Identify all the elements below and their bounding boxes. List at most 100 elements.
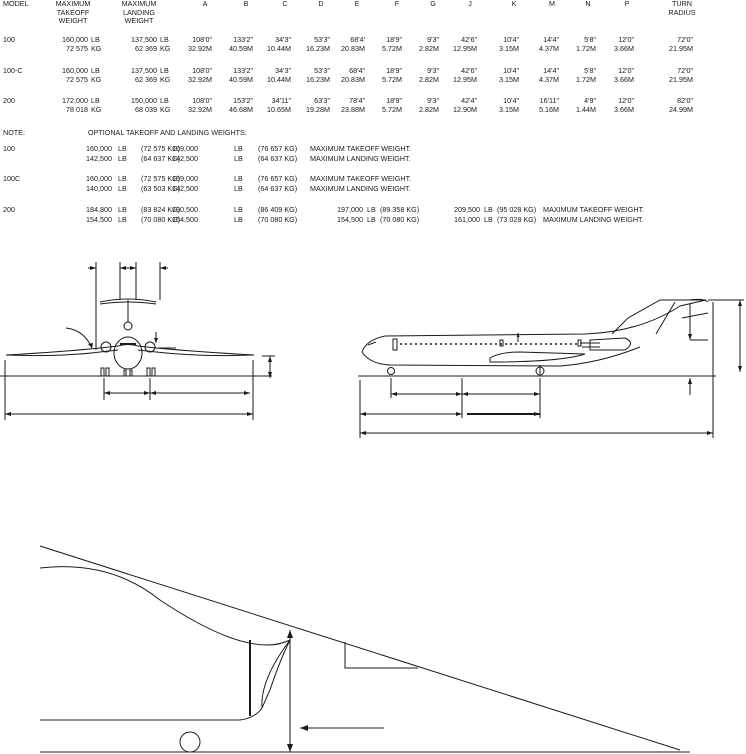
col-header-n: N [585,0,591,8]
unit-label: KG [160,43,171,53]
max-landing-lb: 150,000 [131,96,157,105]
unit-label: LB [234,153,243,163]
option-kg: (70 080 KG) [258,214,298,224]
unit-label: LB [118,214,127,224]
col-header-f: F [394,0,400,8]
option-lb: 190,500 [172,205,198,214]
max-takeoff-kg: 78 018 [66,104,88,114]
col-header-j: J [468,0,472,8]
dim-imperial: 42'6" [461,66,477,75]
dim-metric: 5.16M [539,104,559,114]
unit-label: LB [367,205,376,214]
dim-imperial: 9'3" [427,35,439,44]
dim-metric: 3.66M [614,104,634,114]
option-lb: 140,000 [86,183,112,193]
option-desc: MAXIMUM TAKEOFF WEIGHT. [310,144,412,153]
dim-metric: 3.66M [614,43,634,53]
max-landing-lb: 137,500 [131,35,157,44]
dim-metric: 1.72M [576,43,596,53]
dim-imperial: 34'3" [275,35,291,44]
max-landing-kg: 68 039 [135,104,157,114]
dim-imperial: 4'9" [584,96,596,105]
unit-label: LB [484,205,493,214]
dim-metric: 21.95M [669,43,693,53]
unit-label: LB [91,66,100,75]
dim-metric: 10.65M [267,104,291,114]
note-label: NOTE: [3,128,25,137]
note-title: OPTIONAL TAKEOFF AND LANDING WEIGHTS: [88,128,247,137]
dim-metric: 46.68M [229,104,253,114]
option-lb: 184,800 [86,205,112,214]
dim-imperial: 53'3" [314,66,330,75]
dim-imperial: 153'2" [233,96,253,105]
dim-metric: 40.59M [229,43,253,53]
dim-imperial: 14'4" [543,35,559,44]
dim-imperial: 68'4" [349,66,365,75]
option-lb: 142,500 [86,153,112,163]
unit-label: LB [234,174,243,183]
max-landing-kg: 62 369 [135,43,157,53]
dim-imperial: 108'0" [192,66,212,75]
dim-imperial: 9'3" [427,96,439,105]
option-kg: (76 657 KG) [258,174,298,183]
dim-metric: 3.15M [499,74,519,84]
dim-metric: 3.66M [614,74,634,84]
dim-metric: 5.72M [382,104,402,114]
unit-label: LB [118,153,127,163]
max-takeoff-kg: 72 575 [66,74,88,84]
row-model: 100 [3,35,15,44]
dim-imperial: 18'9" [386,66,402,75]
dim-metric: 1.44M [576,104,596,114]
unit-label: LB [160,35,169,44]
dim-metric: 32.92M [188,104,212,114]
unit-label: LB [234,205,243,214]
option-desc: MAXIMUM LANDING WEIGHT. [310,153,411,163]
col-header-e: E [354,0,360,8]
dim-imperial: 10'4" [503,35,519,44]
option-kg: (95 028 KG) [497,205,537,214]
dim-imperial: 18'9" [386,35,402,44]
option-desc: MAXIMUM LANDING WEIGHT. [543,214,644,224]
side-view-drawing [358,298,744,438]
option-kg: (63 503 KG) [141,183,181,193]
col-header-a: A [202,0,208,8]
dim-imperial: 34'3" [275,66,291,75]
max-landing-kg: 62 369 [135,74,157,84]
dim-metric: 19.28M [306,104,330,114]
option-kg: (72 575 KG) [141,174,181,183]
dim-metric: 20.83M [341,43,365,53]
option-lb: 154,500 [337,214,363,224]
option-lb: 160,000 [86,174,112,183]
dim-imperial: 10'4" [503,96,519,105]
row-model: 100-C [3,66,23,75]
max-takeoff-lb: 160,000 [62,35,88,44]
dim-imperial: 16'11" [539,96,559,105]
dim-metric: 4.37M [539,74,559,84]
dim-imperial: 42'4" [461,96,477,105]
dim-metric: 20.83M [341,74,365,84]
unit-label: LB [160,66,169,75]
option-desc: MAXIMUM LANDING WEIGHT. [310,183,411,193]
unit-label: LB [367,214,376,224]
max-landing-lb: 137,500 [131,66,157,75]
note-model: 100 [3,144,15,153]
option-lb: 154,500 [172,214,198,224]
dim-metric: 12.95M [453,74,477,84]
dim-metric: 12.90M [453,104,477,114]
unit-label: LB [118,174,127,183]
option-kg: (64 637 KG) [258,153,298,163]
option-lb: 169,000 [172,144,198,153]
unit-label: LB [234,183,243,193]
dim-imperial: 72'0" [677,66,693,75]
dim-imperial: 68'4' [350,35,365,44]
col-header-k: K [511,0,517,8]
dim-imperial: 12'0" [618,35,634,44]
option-kg: (73 028 KG) [497,214,537,224]
unit-label: LB [91,96,100,105]
dim-imperial: 12'0" [618,66,634,75]
dim-imperial: 18'9" [386,96,402,105]
dim-imperial: 9'3" [427,66,439,75]
unit-label: LB [484,214,493,224]
